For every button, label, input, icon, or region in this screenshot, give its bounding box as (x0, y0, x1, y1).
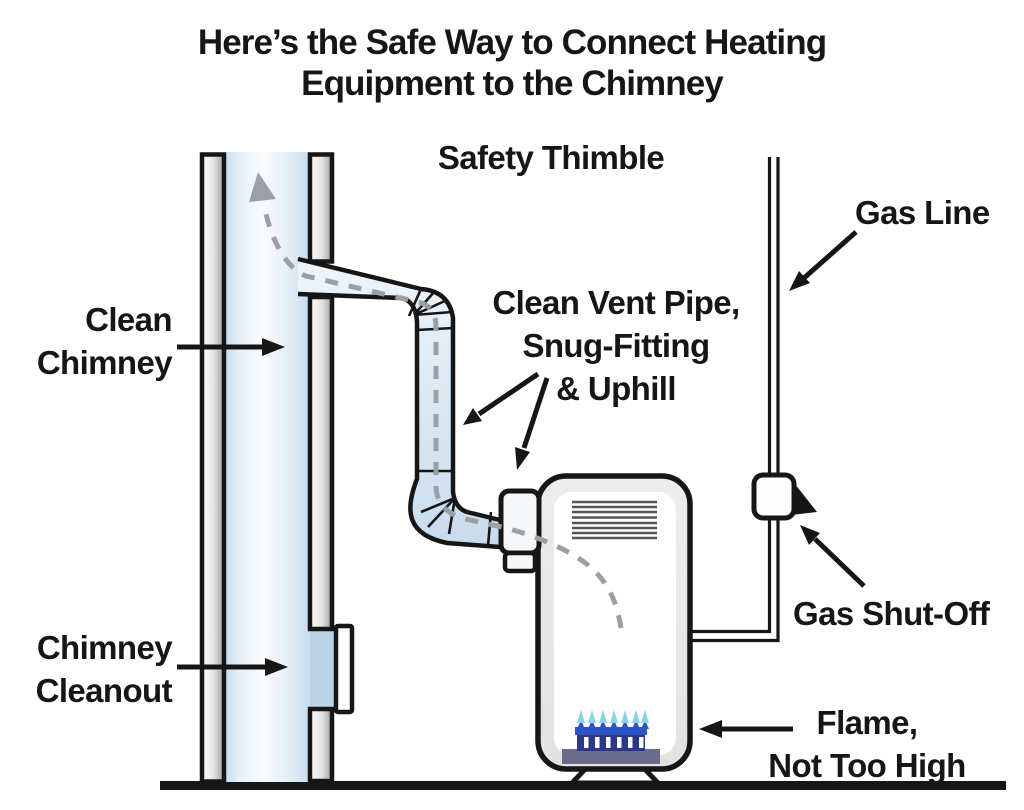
label-vent-pipe: Clean Vent Pipe, Snug-Fitting & Uphill (460, 281, 772, 410)
flue-flow-dashes (261, 204, 624, 629)
vent-pipe-outline (297, 256, 501, 550)
cleanout-door (333, 623, 355, 715)
flame-icon (562, 710, 660, 764)
gas-line-pipe (692, 157, 780, 643)
burner-base-plate (562, 749, 660, 764)
label-chimney-cleanout: Chimney Cleanout (8, 626, 173, 712)
label-safety-thimble: Safety Thimble (437, 139, 665, 176)
title-line-2: Equipment to the Chimney (301, 64, 724, 103)
label-flame: Flame, Not Too High (740, 701, 994, 787)
gas-shutoff-arrow (800, 525, 866, 588)
label-vent-pipe-line3: & Uphill (556, 370, 676, 407)
flame-tips-row (577, 710, 649, 723)
chimney-right-wall-middle (307, 294, 335, 632)
chimney-interior (224, 152, 310, 782)
flame-arrow (699, 720, 793, 738)
label-gas-line: Gas Line (855, 194, 990, 231)
chimney-cleanout-arrow (177, 658, 288, 676)
draft-hood-collar (498, 488, 542, 556)
gas-valve (751, 472, 797, 521)
appliance-inner-panel (554, 492, 676, 755)
label-flame-line1: Flame, (816, 704, 919, 741)
title-line-1: Here’s the Safe Way to Connect Heating (197, 23, 827, 62)
gas-valve-handle (791, 479, 817, 515)
vent-pipe-arrow-left (463, 371, 540, 425)
vent-grille (572, 500, 657, 540)
chimney-left-wall (199, 152, 227, 784)
vent-pipe-arrow-right (515, 377, 550, 470)
cleanout-recess (310, 631, 336, 707)
gas-line-arrow (789, 230, 858, 291)
title: Here’s the Safe Way to Connect Heating E… (0, 22, 1024, 104)
label-clean-chimney: Clean Chimney (10, 298, 173, 384)
flue-flow-arrowhead (249, 172, 276, 202)
label-chimney-cleanout-line2: Cleanout (35, 672, 173, 709)
label-chimney-cleanout-line1: Chimney (36, 629, 173, 666)
label-clean-chimney-line1: Clean (85, 301, 172, 338)
burner-slots (584, 737, 644, 748)
vent-pipe (298, 259, 500, 547)
annotation-arrows (177, 230, 866, 738)
label-vent-pipe-line1: Clean Vent Pipe, (492, 284, 740, 321)
label-gas-shutoff: Gas Shut-Off (793, 595, 990, 632)
clean-chimney-arrow (177, 338, 285, 356)
label-clean-chimney-line2: Chimney (36, 344, 173, 381)
label-flame-line2: Not Too High (768, 747, 966, 784)
flame-blue-row (575, 720, 649, 735)
chimney-right-wall-lower (307, 706, 335, 784)
chimney-right-wall-upper (307, 152, 335, 264)
label-vent-pipe-line2: Snug-Fitting (522, 327, 710, 364)
collar-ring (502, 550, 538, 574)
